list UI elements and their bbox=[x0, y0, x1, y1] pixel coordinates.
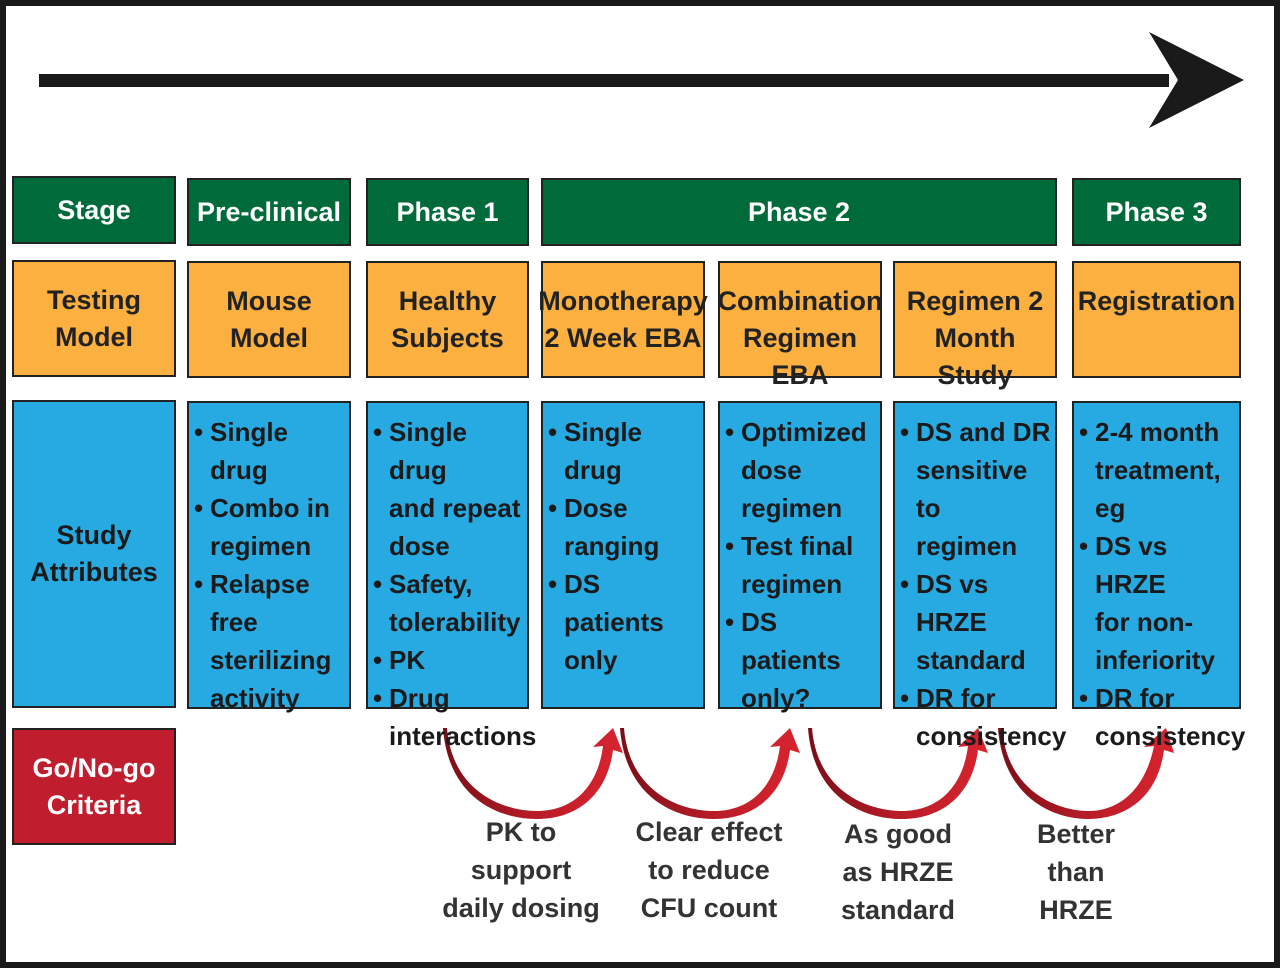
transition-arrow-regimen2-to-phase3 bbox=[998, 728, 1174, 819]
go-no-go-criteria-label: Go/No-go Criteria bbox=[12, 728, 176, 845]
study-attributes-row-label-text: Study Attributes bbox=[30, 520, 158, 587]
model-monotherapy-eba-text: Monotherapy 2 Week EBA bbox=[538, 286, 708, 353]
attribute-item: Single drug and repeat dose bbox=[371, 413, 527, 565]
attribute-item: Combo in regimen bbox=[192, 489, 349, 565]
attribute-item: Safety, tolerability bbox=[371, 565, 527, 641]
attribute-item: DR for consistency bbox=[1077, 679, 1245, 755]
criterion-pk-support: PK to support daily dosing bbox=[442, 817, 600, 923]
model-registration: Registration bbox=[1072, 261, 1241, 378]
stage-phase-1-text: Phase 1 bbox=[396, 196, 499, 227]
attribute-item: Single drug bbox=[192, 413, 349, 489]
attribute-item: DS patients only? bbox=[723, 603, 880, 717]
attribute-item: DS vs HRZE standard bbox=[898, 565, 1055, 679]
transition-arrow-phase1-to-phase2 bbox=[443, 728, 623, 819]
stage-preclinical: Pre-clinical bbox=[187, 178, 351, 246]
attribute-item: Optimized dose regimen bbox=[723, 413, 880, 527]
attributes-registration-list: 2-4 month treatment, eg DS vs HRZE for n… bbox=[1074, 403, 1245, 755]
attribute-item: DR for consistency bbox=[898, 679, 1066, 755]
criterion-cfu-reduction: Clear effect to reduce CFU count bbox=[635, 817, 783, 923]
attributes-monotherapy: Single drug Dose ranging DS patients onl… bbox=[541, 401, 705, 709]
attributes-combination-list: Optimized dose regimen Test final regime… bbox=[720, 403, 880, 717]
stage-row-label: Stage bbox=[12, 176, 176, 244]
attributes-healthy-subjects: Single drug and repeat dose Safety, tole… bbox=[366, 401, 536, 751]
model-mouse-text: Mouse Model bbox=[226, 286, 312, 353]
study-attributes-row-label: Study Attributes bbox=[12, 400, 176, 708]
model-healthy-subjects: Healthy Subjects bbox=[366, 261, 529, 378]
criterion-as-good-as-hrze: As good as HRZE standard bbox=[840, 819, 956, 925]
attribute-item: 2-4 month treatment, eg bbox=[1077, 413, 1239, 527]
attribute-item: Relapse free sterilizing activity bbox=[192, 565, 349, 717]
stage-phase-3: Phase 3 bbox=[1072, 178, 1241, 246]
criterion-better-than-hrze: Better than HRZE bbox=[1036, 819, 1116, 925]
attribute-item: DS vs HRZE for non- inferiority bbox=[1077, 527, 1239, 679]
attributes-combination: Optimized dose regimen Test final regime… bbox=[718, 401, 882, 713]
attributes-monotherapy-list: Single drug Dose ranging DS patients onl… bbox=[543, 403, 703, 679]
stage-phase-3-text: Phase 3 bbox=[1105, 196, 1208, 227]
attributes-regimen-2-month: DS and DR sensitive to regimen DS vs HRZ… bbox=[893, 401, 1066, 751]
testing-model-row-label: Testing Model bbox=[12, 260, 176, 377]
testing-model-row-label-text: Testing Model bbox=[47, 285, 141, 352]
timeline-arrow bbox=[39, 32, 1244, 128]
model-regimen-2-month: Regimen 2 Month Study bbox=[893, 261, 1057, 390]
go-no-go-criteria-label-text: Go/No-go Criteria bbox=[32, 752, 156, 820]
attributes-regimen2-list: DS and DR sensitive to regimen DS vs HRZ… bbox=[895, 403, 1066, 755]
model-combination-regimen-eba: Combination Regimen EBA bbox=[718, 261, 883, 390]
model-regimen-2-month-text: Regimen 2 Month Study bbox=[906, 286, 1044, 390]
model-monotherapy-eba: Monotherapy 2 Week EBA bbox=[538, 261, 708, 378]
model-mouse: Mouse Model bbox=[187, 261, 351, 378]
model-healthy-subjects-text: Healthy Subjects bbox=[391, 286, 504, 353]
attributes-mouse: Single drug Combo in regimen Relapse fre… bbox=[187, 401, 351, 713]
model-combination-regimen-eba-text: Combination Regimen EBA bbox=[717, 286, 883, 390]
stage-phase-2: Phase 2 bbox=[541, 178, 1057, 246]
transition-arrow-monotherapy-to-combination bbox=[620, 728, 800, 819]
attributes-healthy-list: Single drug and repeat dose Safety, tole… bbox=[368, 403, 536, 755]
model-registration-text: Registration bbox=[1077, 286, 1236, 316]
attribute-item: DS and DR sensitive to regimen bbox=[898, 413, 1055, 565]
attribute-item: Drug interactions bbox=[371, 679, 536, 755]
diagram-graphics bbox=[39, 32, 1244, 819]
attribute-item: Single drug bbox=[546, 413, 703, 489]
stage-row-label-text: Stage bbox=[57, 194, 131, 225]
attribute-item: PK bbox=[371, 641, 527, 679]
stage-preclinical-text: Pre-clinical bbox=[196, 196, 342, 227]
stage-phase-2-text: Phase 2 bbox=[747, 196, 851, 227]
attribute-item: Test final regimen bbox=[723, 527, 880, 603]
stage-phase-1: Phase 1 bbox=[366, 178, 529, 246]
attributes-mouse-list: Single drug Combo in regimen Relapse fre… bbox=[189, 403, 349, 717]
attribute-item: DS patients only bbox=[546, 565, 703, 679]
attribute-item: Dose ranging bbox=[546, 489, 703, 565]
attributes-registration: 2-4 month treatment, eg DS vs HRZE for n… bbox=[1072, 401, 1245, 751]
